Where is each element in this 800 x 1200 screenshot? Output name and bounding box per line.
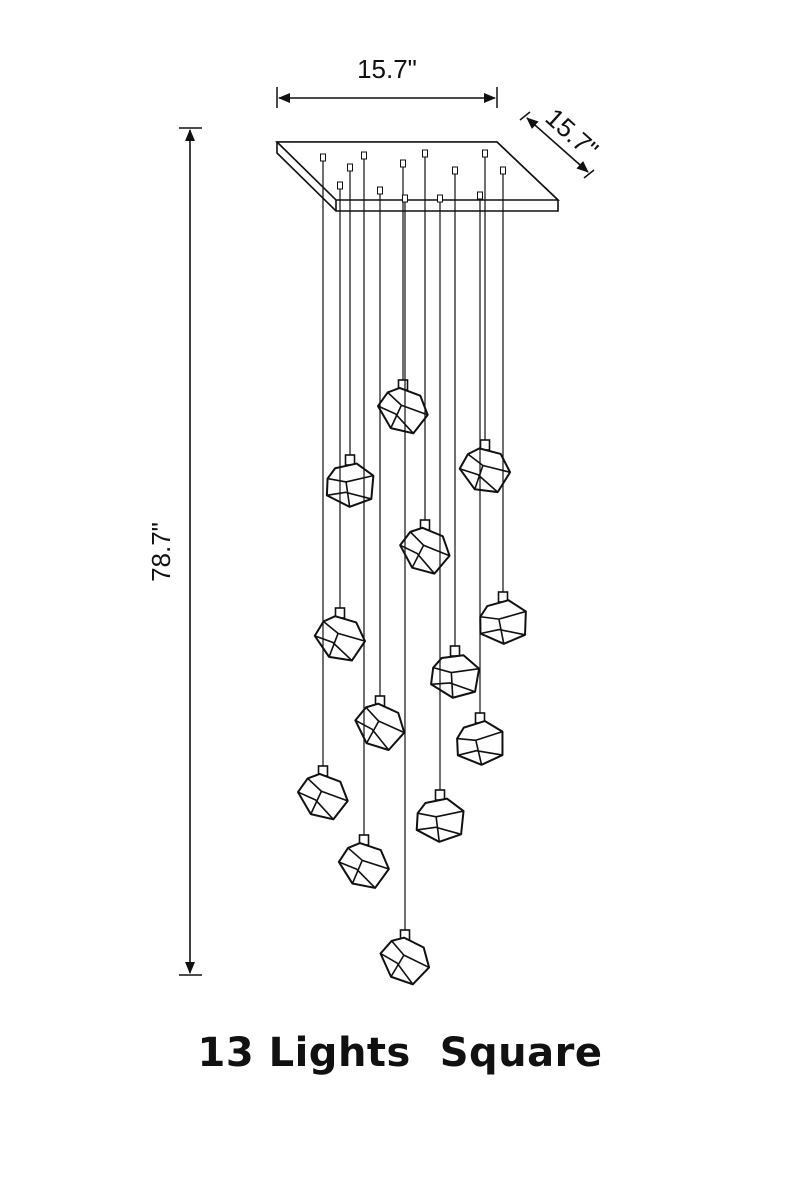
pendant-light [479, 166, 527, 645]
crystal-shade [415, 797, 465, 843]
height-label: 78.7" [146, 522, 176, 582]
crystal-shade [430, 654, 481, 699]
crystal-shade [399, 526, 451, 575]
pendant-socket [449, 645, 461, 657]
ceiling-anchor [337, 181, 343, 190]
pendant-light [296, 153, 349, 821]
width-dimension: 15.7" [276, 54, 498, 108]
pendant-light [458, 149, 512, 494]
pendant-light [415, 194, 465, 843]
ceiling-anchor [377, 186, 383, 195]
ceiling-anchor [320, 153, 326, 162]
pendant-light [325, 163, 375, 508]
ceiling-anchor [347, 163, 353, 172]
width-label: 15.7" [357, 54, 417, 84]
crystal-shade [337, 842, 390, 889]
pendant-light [376, 159, 429, 435]
ceiling-anchor [402, 194, 408, 203]
crystal-shade [458, 447, 512, 494]
crystal-shade [313, 615, 366, 662]
pendant-light [430, 166, 481, 699]
crystal-shade [354, 702, 406, 751]
ceiling-canopy [275, 141, 561, 212]
crystal-shade [296, 772, 349, 821]
crystal-shade [456, 720, 504, 766]
depth-dimension: 15.7" [519, 102, 605, 179]
pendant-light [354, 186, 406, 751]
ceiling-anchor [452, 166, 458, 175]
height-dimension: 78.7" [146, 127, 202, 976]
ceiling-anchor [422, 149, 428, 158]
pendant-light [379, 194, 431, 986]
product-caption: 13 Lights Square [197, 1030, 603, 1076]
depth-label: 15.7" [540, 102, 605, 164]
crystal-shade [376, 386, 429, 435]
ceiling-anchor [500, 166, 506, 175]
ceiling-anchor [361, 151, 367, 160]
pendant-group [296, 149, 527, 986]
crystal-shade [479, 599, 527, 645]
ceiling-anchor [437, 194, 443, 203]
crystal-shade [325, 462, 375, 508]
pendant-light [456, 191, 504, 766]
crystal-shade [379, 936, 431, 986]
pendant-light [313, 181, 366, 662]
ceiling-anchor [400, 159, 406, 168]
ceiling-anchor [477, 191, 483, 200]
pendant-light [337, 151, 390, 889]
ceiling-anchor [482, 149, 488, 158]
pendant-light [399, 149, 451, 575]
